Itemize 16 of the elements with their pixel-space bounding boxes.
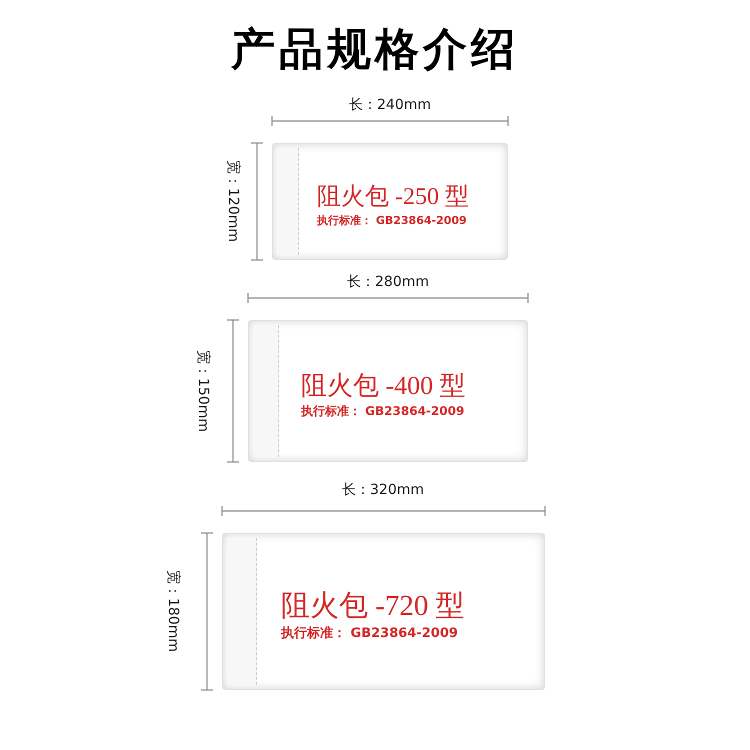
standard-text: 执行标准： GB23864-2009 [281,626,459,640]
dimension-label: 长：280mm [347,275,429,289]
standard-text: 执行标准： GB23864-2009 [301,405,466,417]
pouch [272,143,508,260]
product-name: 阻火包 -720 型 [281,592,466,620]
pouch [248,320,528,462]
title: 产品规格介绍 [231,28,519,72]
dimension-label: 宽：150mm [196,350,210,432]
dimension-label: 长：240mm [349,98,431,112]
product-name: 阻火包 -250 型 [317,185,470,209]
pouch [222,533,545,690]
dimension-label: 长：320mm [342,483,424,497]
dimension-label: 宽：120mm [226,160,240,242]
dimension-label: 宽：180mm [166,570,180,652]
product-name: 阻火包 -400 型 [301,373,467,399]
standard-text: 执行标准： GB23864-2009 [317,215,468,226]
